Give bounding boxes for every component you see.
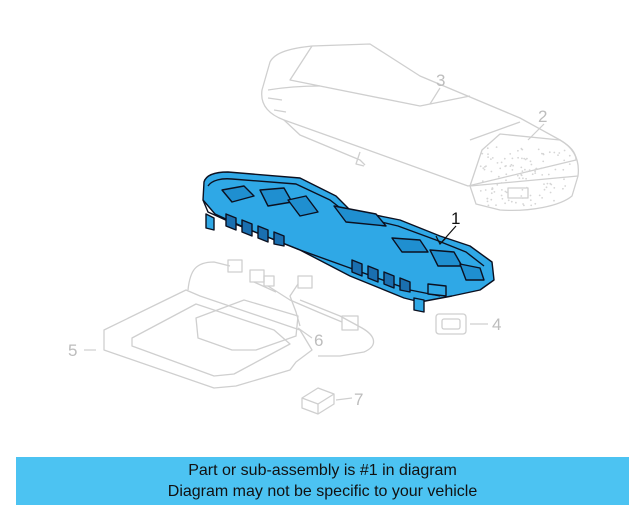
foam-pad-part-2 <box>469 133 580 212</box>
banner-line-1: Part or sub-assembly is #1 in diagram <box>188 462 457 479</box>
callout-6: 6 <box>314 331 323 350</box>
leader-lines <box>84 87 545 401</box>
banner-line-2: Diagram may not be specific to your vehi… <box>167 483 478 500</box>
clip-part-4 <box>435 313 467 335</box>
wiring-harness-part-6 <box>187 259 375 357</box>
callout-1: 1 <box>451 209 460 228</box>
parts-diagram: 1 2 3 4 5 6 7 <box>68 43 580 415</box>
callout-2: 2 <box>538 107 547 126</box>
callout-5: 5 <box>68 341 77 360</box>
bracket-part-7 <box>301 387 335 415</box>
info-banner: Part or sub-assembly is #1 in diagram Di… <box>16 457 629 505</box>
callout-7: 7 <box>354 390 363 409</box>
callout-3: 3 <box>436 71 445 90</box>
sensor-mat-part-5 <box>103 289 313 389</box>
foam-texture <box>479 146 571 207</box>
seat-frame-part-1 <box>202 171 495 313</box>
seat-cushion-part-3 <box>261 43 577 187</box>
callout-4: 4 <box>492 315 501 334</box>
